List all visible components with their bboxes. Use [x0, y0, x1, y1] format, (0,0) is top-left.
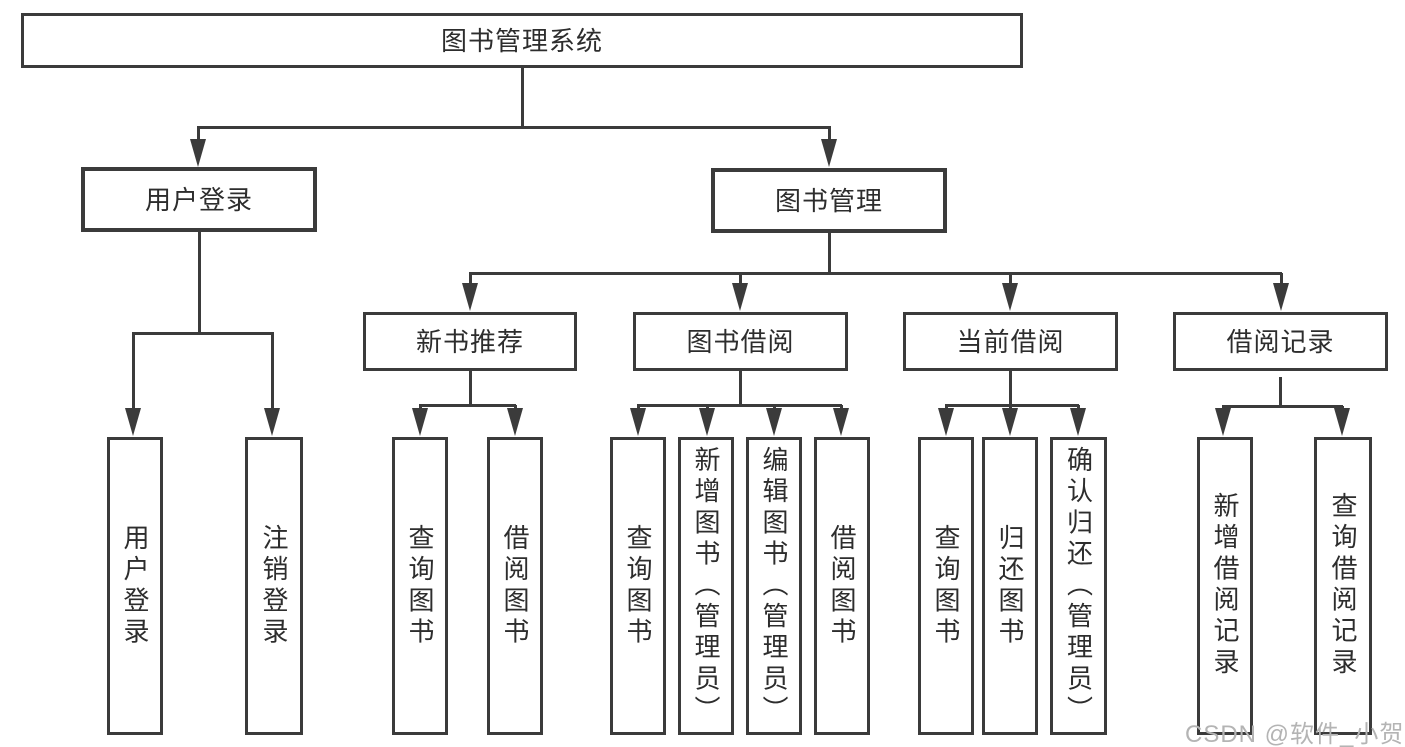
arrow-down-icon — [462, 283, 478, 311]
leaf-borrow-edit-books-admin: 编辑图书（管理员） — [746, 437, 802, 735]
connector-to-new-book-recommend — [469, 273, 472, 285]
arrow-down-icon — [264, 408, 280, 436]
leaf-current-query-books: 查询图书 — [918, 437, 974, 735]
arrow-down-icon — [1334, 408, 1350, 436]
node-new-book-recommend: 新书推荐 — [363, 312, 577, 371]
connector-user-login-stem — [198, 232, 201, 333]
connector-book-borrow-stem — [739, 371, 742, 405]
node-book-borrow: 图书借阅 — [633, 312, 848, 371]
node-current-borrow: 当前借阅 — [903, 312, 1118, 371]
connector-to-current-borrow — [1009, 273, 1012, 285]
leaf-borrow-query-books: 查询图书 — [610, 437, 666, 735]
leaf-user-login: 用户登录 — [107, 437, 163, 735]
csdn-watermark: CSDN @软件_小贺同学 — [1185, 721, 1405, 747]
arrow-down-icon — [732, 283, 748, 311]
arrow-down-icon — [938, 408, 954, 436]
arrow-down-icon — [125, 408, 141, 436]
leaf-newrec-borrow-books: 借阅图书 — [487, 437, 543, 735]
connector-new-book-recommend-stem — [469, 371, 472, 405]
arrow-down-icon — [699, 408, 715, 436]
node-book-management: 图书管理 — [711, 168, 947, 233]
arrow-down-icon — [1002, 408, 1018, 436]
connector-book-management-stem — [828, 233, 831, 273]
connector-borrow-records-stem — [1279, 377, 1282, 406]
leaf-records-add-borrow-record: 新增借阅记录 — [1197, 437, 1253, 735]
connector-borrow-records-split — [1222, 405, 1343, 408]
arrow-down-icon — [190, 139, 206, 167]
connector-to-book-management — [828, 127, 831, 141]
connector-root-stem — [521, 68, 524, 127]
arrow-down-icon — [412, 408, 428, 436]
leaf-logout: 注销登录 — [245, 437, 303, 735]
connector-current-borrow-split — [945, 404, 1079, 407]
arrow-down-icon — [833, 408, 849, 436]
arrow-down-icon — [1215, 408, 1231, 436]
connector-to-user-login — [197, 127, 200, 141]
leaf-current-confirm-return-admin: 确认归还（管理员） — [1050, 437, 1107, 735]
connector-book-borrow-split — [637, 404, 842, 407]
connector-to-leaf-logout — [271, 333, 274, 410]
arrow-down-icon — [766, 408, 782, 436]
leaf-records-query-borrow-record: 查询借阅记录 — [1314, 437, 1372, 735]
connector-level1-split — [197, 126, 831, 129]
node-borrow-records: 借阅记录 — [1173, 312, 1388, 371]
connector-user-login-split — [132, 332, 274, 335]
arrow-down-icon — [821, 139, 837, 167]
connector-to-book-borrow — [739, 273, 742, 285]
arrow-down-icon — [1002, 283, 1018, 311]
arrow-down-icon — [1273, 283, 1289, 311]
leaf-borrow-add-books-admin: 新增图书（管理员） — [678, 437, 734, 735]
leaf-borrow-borrow-books: 借阅图书 — [814, 437, 870, 735]
leaf-current-return-books: 归还图书 — [982, 437, 1038, 735]
arrow-down-icon — [1070, 408, 1086, 436]
connector-level3-split — [469, 272, 1282, 275]
connector-to-leaf-user-login — [132, 333, 135, 410]
arrow-down-icon — [507, 408, 523, 436]
arrow-down-icon — [630, 408, 646, 436]
node-user-login: 用户登录 — [81, 167, 317, 232]
connector-new-book-recommend-split — [419, 404, 516, 407]
connector-to-borrow-records — [1280, 273, 1283, 285]
connector-current-borrow-stem — [1009, 371, 1012, 405]
node-book-management-system: 图书管理系统 — [21, 13, 1023, 68]
leaf-newrec-query-books: 查询图书 — [392, 437, 448, 735]
